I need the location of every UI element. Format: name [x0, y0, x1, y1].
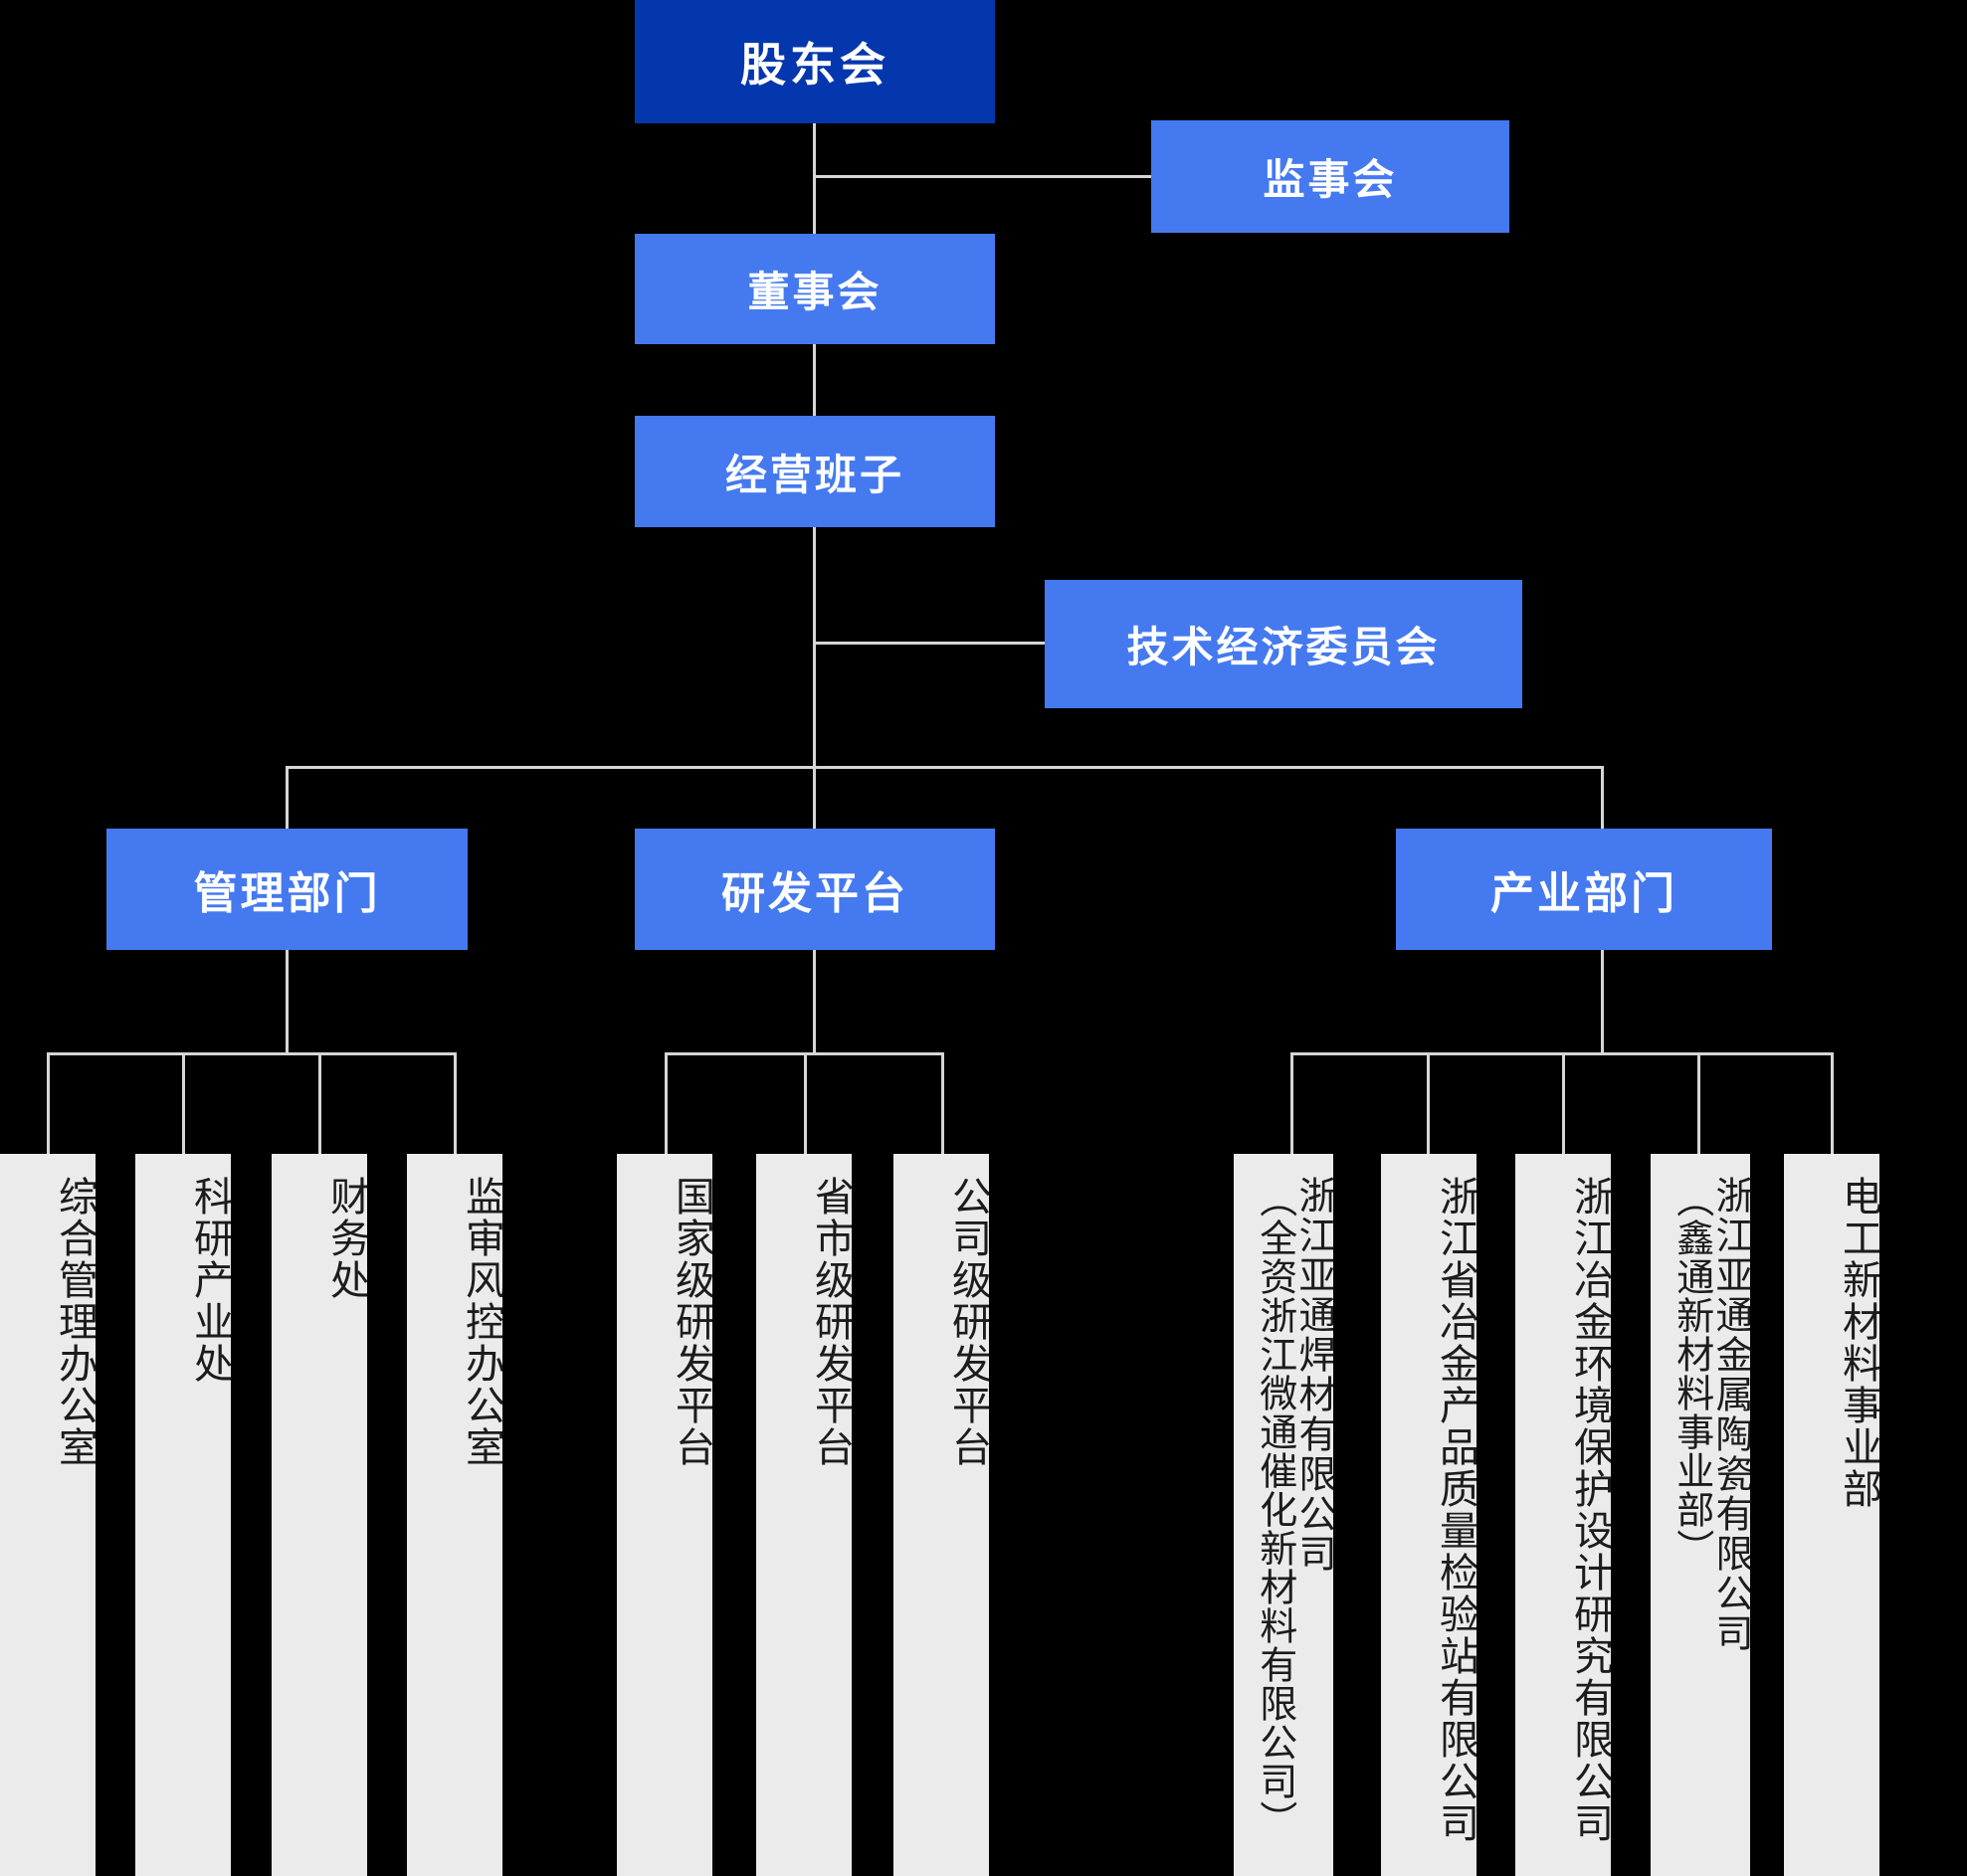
node-shareholders-meeting-label: 股东会 [740, 39, 889, 91]
node-department-rnd[interactable]: 研发平台 [635, 829, 995, 950]
connector-industry-child-1 [1290, 1052, 1293, 1154]
connector-bus-to-rnd [813, 766, 816, 831]
leaf-industry-2[interactable]: 浙江省冶金产品质量检验站有限公司 [1381, 1154, 1476, 1876]
connector-management-to-bus [813, 527, 816, 768]
node-management-team-label: 经营班子 [724, 451, 904, 498]
node-supervisory-board-label: 监事会 [1263, 156, 1398, 203]
leaf-industry-1[interactable]: 浙江亚通焊材有限公司 （全资浙江微通催化新材料有限公司） [1234, 1154, 1333, 1876]
leaf-rnd-2-label: 省市级研发平台 [809, 1176, 852, 1468]
leaf-admin-3-label: 财务处 [324, 1176, 367, 1301]
node-technical-economic-committee-label: 技术经济委员会 [1126, 624, 1441, 670]
leaf-admin-1-label: 综合管理办公室 [53, 1176, 96, 1468]
node-board-of-directors[interactable]: 董事会 [635, 234, 995, 344]
leaf-industry-1-label: 浙江亚通焊材有限公司 [1292, 1176, 1333, 1574]
leaf-rnd-3-label: 公司级研发平台 [946, 1176, 989, 1468]
leaf-rnd-2[interactable]: 省市级研发平台 [756, 1154, 852, 1876]
leaf-industry-3-label: 浙江冶金环境保护设计研究有限公司 [1568, 1176, 1611, 1844]
connector-rnd-child-3 [941, 1052, 944, 1154]
node-management-team[interactable]: 经营班子 [635, 416, 995, 527]
leaf-industry-5-label: 电工新材料事业部 [1837, 1176, 1879, 1510]
connector-admin-child-2 [182, 1052, 185, 1154]
node-department-industry-label: 产业部门 [1490, 869, 1677, 918]
connector-board-to-management [813, 344, 816, 418]
connector-industry-child-2 [1427, 1052, 1430, 1154]
leaf-industry-4[interactable]: 浙江亚通金属陶瓷有限公司 （鑫通新材料事业部） [1651, 1154, 1750, 1876]
leaf-rnd-1[interactable]: 国家级研发平台 [617, 1154, 712, 1876]
leaf-industry-4-sublabel: （鑫通新材料事业部） [1670, 1180, 1712, 1568]
leaf-admin-4[interactable]: 监审风控办公室 [407, 1154, 502, 1876]
connector-industry-child-3 [1562, 1052, 1565, 1154]
connector-industry-child-4 [1697, 1052, 1700, 1154]
leaf-industry-3[interactable]: 浙江冶金环境保护设计研究有限公司 [1515, 1154, 1611, 1876]
leaf-industry-5[interactable]: 电工新材料事业部 [1784, 1154, 1879, 1876]
leaf-rnd-3[interactable]: 公司级研发平台 [893, 1154, 989, 1876]
connector-admin-child-3 [318, 1052, 321, 1154]
connector-admin-child-4 [454, 1052, 457, 1154]
leaf-admin-2[interactable]: 科研产业处 [135, 1154, 231, 1876]
node-department-admin[interactable]: 管理部门 [106, 829, 468, 950]
connector-rnd-child-2 [804, 1052, 807, 1154]
leaf-industry-2-label: 浙江省冶金产品质量检验站有限公司 [1434, 1176, 1476, 1844]
node-shareholders-meeting[interactable]: 股东会 [635, 0, 995, 123]
leaf-admin-2-label: 科研产业处 [188, 1176, 231, 1385]
connector-admin-child-1 [47, 1052, 50, 1154]
node-supervisory-board[interactable]: 监事会 [1151, 120, 1509, 233]
leaf-industry-1-sublabel: （全资浙江微通催化新材料有限公司） [1253, 1180, 1295, 1839]
leaf-admin-3[interactable]: 财务处 [272, 1154, 367, 1876]
node-department-rnd-label: 研发平台 [721, 869, 908, 918]
leaf-admin-4-label: 监审风控办公室 [460, 1176, 502, 1468]
node-department-admin-label: 管理部门 [193, 869, 381, 918]
node-board-of-directors-label: 董事会 [747, 269, 883, 315]
connector-bus-to-industry [1601, 766, 1604, 831]
connector-management-to-committee [813, 642, 1047, 645]
node-department-industry[interactable]: 产业部门 [1396, 829, 1772, 950]
connector-root-to-board [813, 123, 816, 236]
connector-industry-down [1601, 950, 1604, 1055]
connector-rnd-down [813, 950, 816, 1055]
connector-main-bus [286, 766, 1604, 769]
leaf-rnd-1-label: 国家级研发平台 [670, 1176, 712, 1468]
connector-industry-child-5 [1831, 1052, 1834, 1154]
connector-bus-to-admin [286, 766, 289, 831]
connector-root-to-supervisory [813, 175, 1153, 178]
connector-admin-bus [47, 1052, 457, 1055]
connector-rnd-child-1 [665, 1052, 668, 1154]
connector-admin-down [286, 950, 289, 1055]
connector-industry-bus [1290, 1052, 1833, 1055]
leaf-industry-4-label: 浙江亚通金属陶瓷有限公司 [1709, 1176, 1750, 1653]
node-technical-economic-committee[interactable]: 技术经济委员会 [1045, 580, 1522, 708]
leaf-admin-1[interactable]: 综合管理办公室 [0, 1154, 96, 1876]
